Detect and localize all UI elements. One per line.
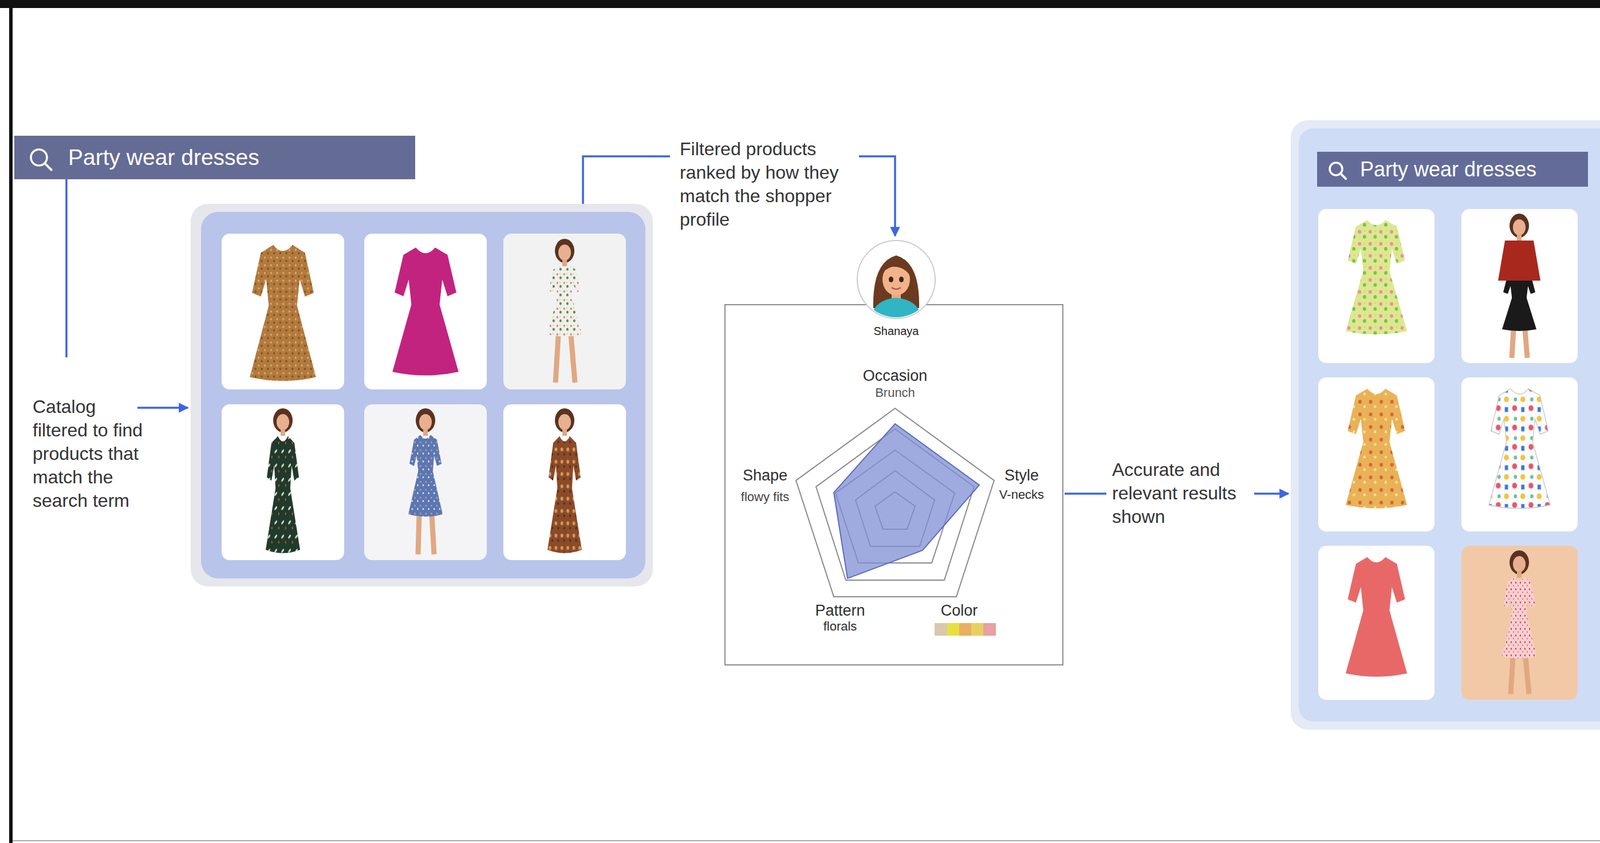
- catalog-panel: [190, 203, 653, 587]
- search-icon-part: [44, 163, 52, 171]
- search-text: Party wear dresses: [1360, 151, 1537, 187]
- search-icon: [1317, 151, 1361, 187]
- avatar-face-part: [870, 297, 922, 320]
- dress-photo: [1345, 213, 1551, 695]
- avatar-face-part: [870, 255, 922, 320]
- axis-value: florals: [823, 619, 858, 634]
- dress-photo: [249, 238, 582, 555]
- axis-value: Brunch: [875, 385, 916, 401]
- axis-name: Occasion: [862, 366, 928, 385]
- axis-name: Shape: [742, 466, 788, 485]
- shopper-avatar: Shanaya: [856, 239, 937, 320]
- avatar-name: Shanaya: [873, 324, 920, 338]
- axis-value: flowy fits: [741, 489, 790, 505]
- avatar-face-part: [899, 276, 904, 283]
- axis-name: Style: [1004, 466, 1039, 485]
- flow-note: Catalog filtered to find products that m…: [32, 395, 151, 513]
- axis-name: Pattern: [814, 601, 865, 620]
- results-panel: [1290, 120, 1600, 730]
- avatar-face: [856, 239, 937, 320]
- flow-note: Accurate and relevant results shown: [1112, 458, 1247, 529]
- avatar-face-part: [891, 287, 901, 290]
- axis-name: Color: [940, 601, 979, 620]
- color-swatch: [934, 623, 996, 636]
- search-icon-part: [1340, 173, 1346, 179]
- search-icon: [14, 135, 69, 180]
- radar-chart: [795, 408, 995, 597]
- profile-box: OccasionBrunchShape flowy fits StyleV-neck…: [724, 304, 1064, 666]
- flow-line: [66, 156, 1289, 494]
- flow-note: Filtered products ranked by how they mat…: [679, 137, 852, 232]
- search-bar: Party wear dresses: [1317, 151, 1588, 187]
- avatar-face-part: [881, 258, 912, 278]
- avatar-face-part: [888, 276, 894, 283]
- axis-value: V-necks: [999, 487, 1044, 503]
- search-bar: Party wear dresses: [14, 135, 416, 180]
- search-text: Party wear dresses: [68, 135, 260, 180]
